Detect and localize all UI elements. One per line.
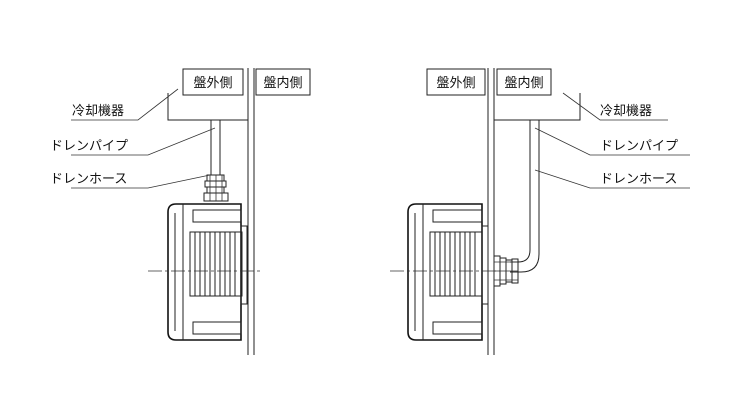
left-label-pipe: ドレンパイプ: [50, 139, 128, 154]
left-cooler-body: [167, 203, 248, 341]
left-outside-box: [182, 68, 244, 96]
left-grille: [189, 231, 243, 297]
left-outside-label: 盤外側: [193, 76, 232, 91]
left-label-cooler: 冷却機器: [72, 104, 124, 119]
right-outside-label: 盤外側: [436, 76, 475, 91]
left-leader-cooler: [71, 88, 179, 121]
left-cooler-outline: [167, 93, 248, 121]
right-leader-pipe: [534, 127, 690, 156]
right-inside-box: [496, 68, 552, 96]
right-cooler-outline: [494, 93, 581, 121]
right-outside-box: [426, 68, 486, 96]
left-figure: 盤外側 盤内側: [50, 68, 311, 355]
right-cooler-body: [407, 203, 489, 341]
left-inside-label: 盤内側: [263, 75, 302, 91]
left-leader-hose: [71, 174, 211, 189]
right-figure: 盤外側 盤内側: [390, 68, 690, 355]
right-leader-hose: [534, 169, 690, 189]
left-label-hose: ドレンホース: [50, 172, 127, 187]
left-leader-pipe: [71, 127, 216, 156]
right-drain-pipe-b: [510, 120, 540, 273]
right-label-hose: ドレンホース: [600, 172, 677, 187]
right-grille: [429, 231, 483, 297]
right-fitting: [493, 255, 519, 287]
right-leader-cooler: [562, 92, 668, 121]
left-fitting: [203, 174, 229, 202]
right-label-cooler: 冷却機器: [600, 104, 652, 119]
right-label-pipe: ドレンパイプ: [600, 139, 678, 154]
right-drain-pipe-a: [510, 120, 531, 263]
left-inside-box: [255, 68, 311, 96]
right-inside-label: 盤内側: [504, 75, 543, 91]
